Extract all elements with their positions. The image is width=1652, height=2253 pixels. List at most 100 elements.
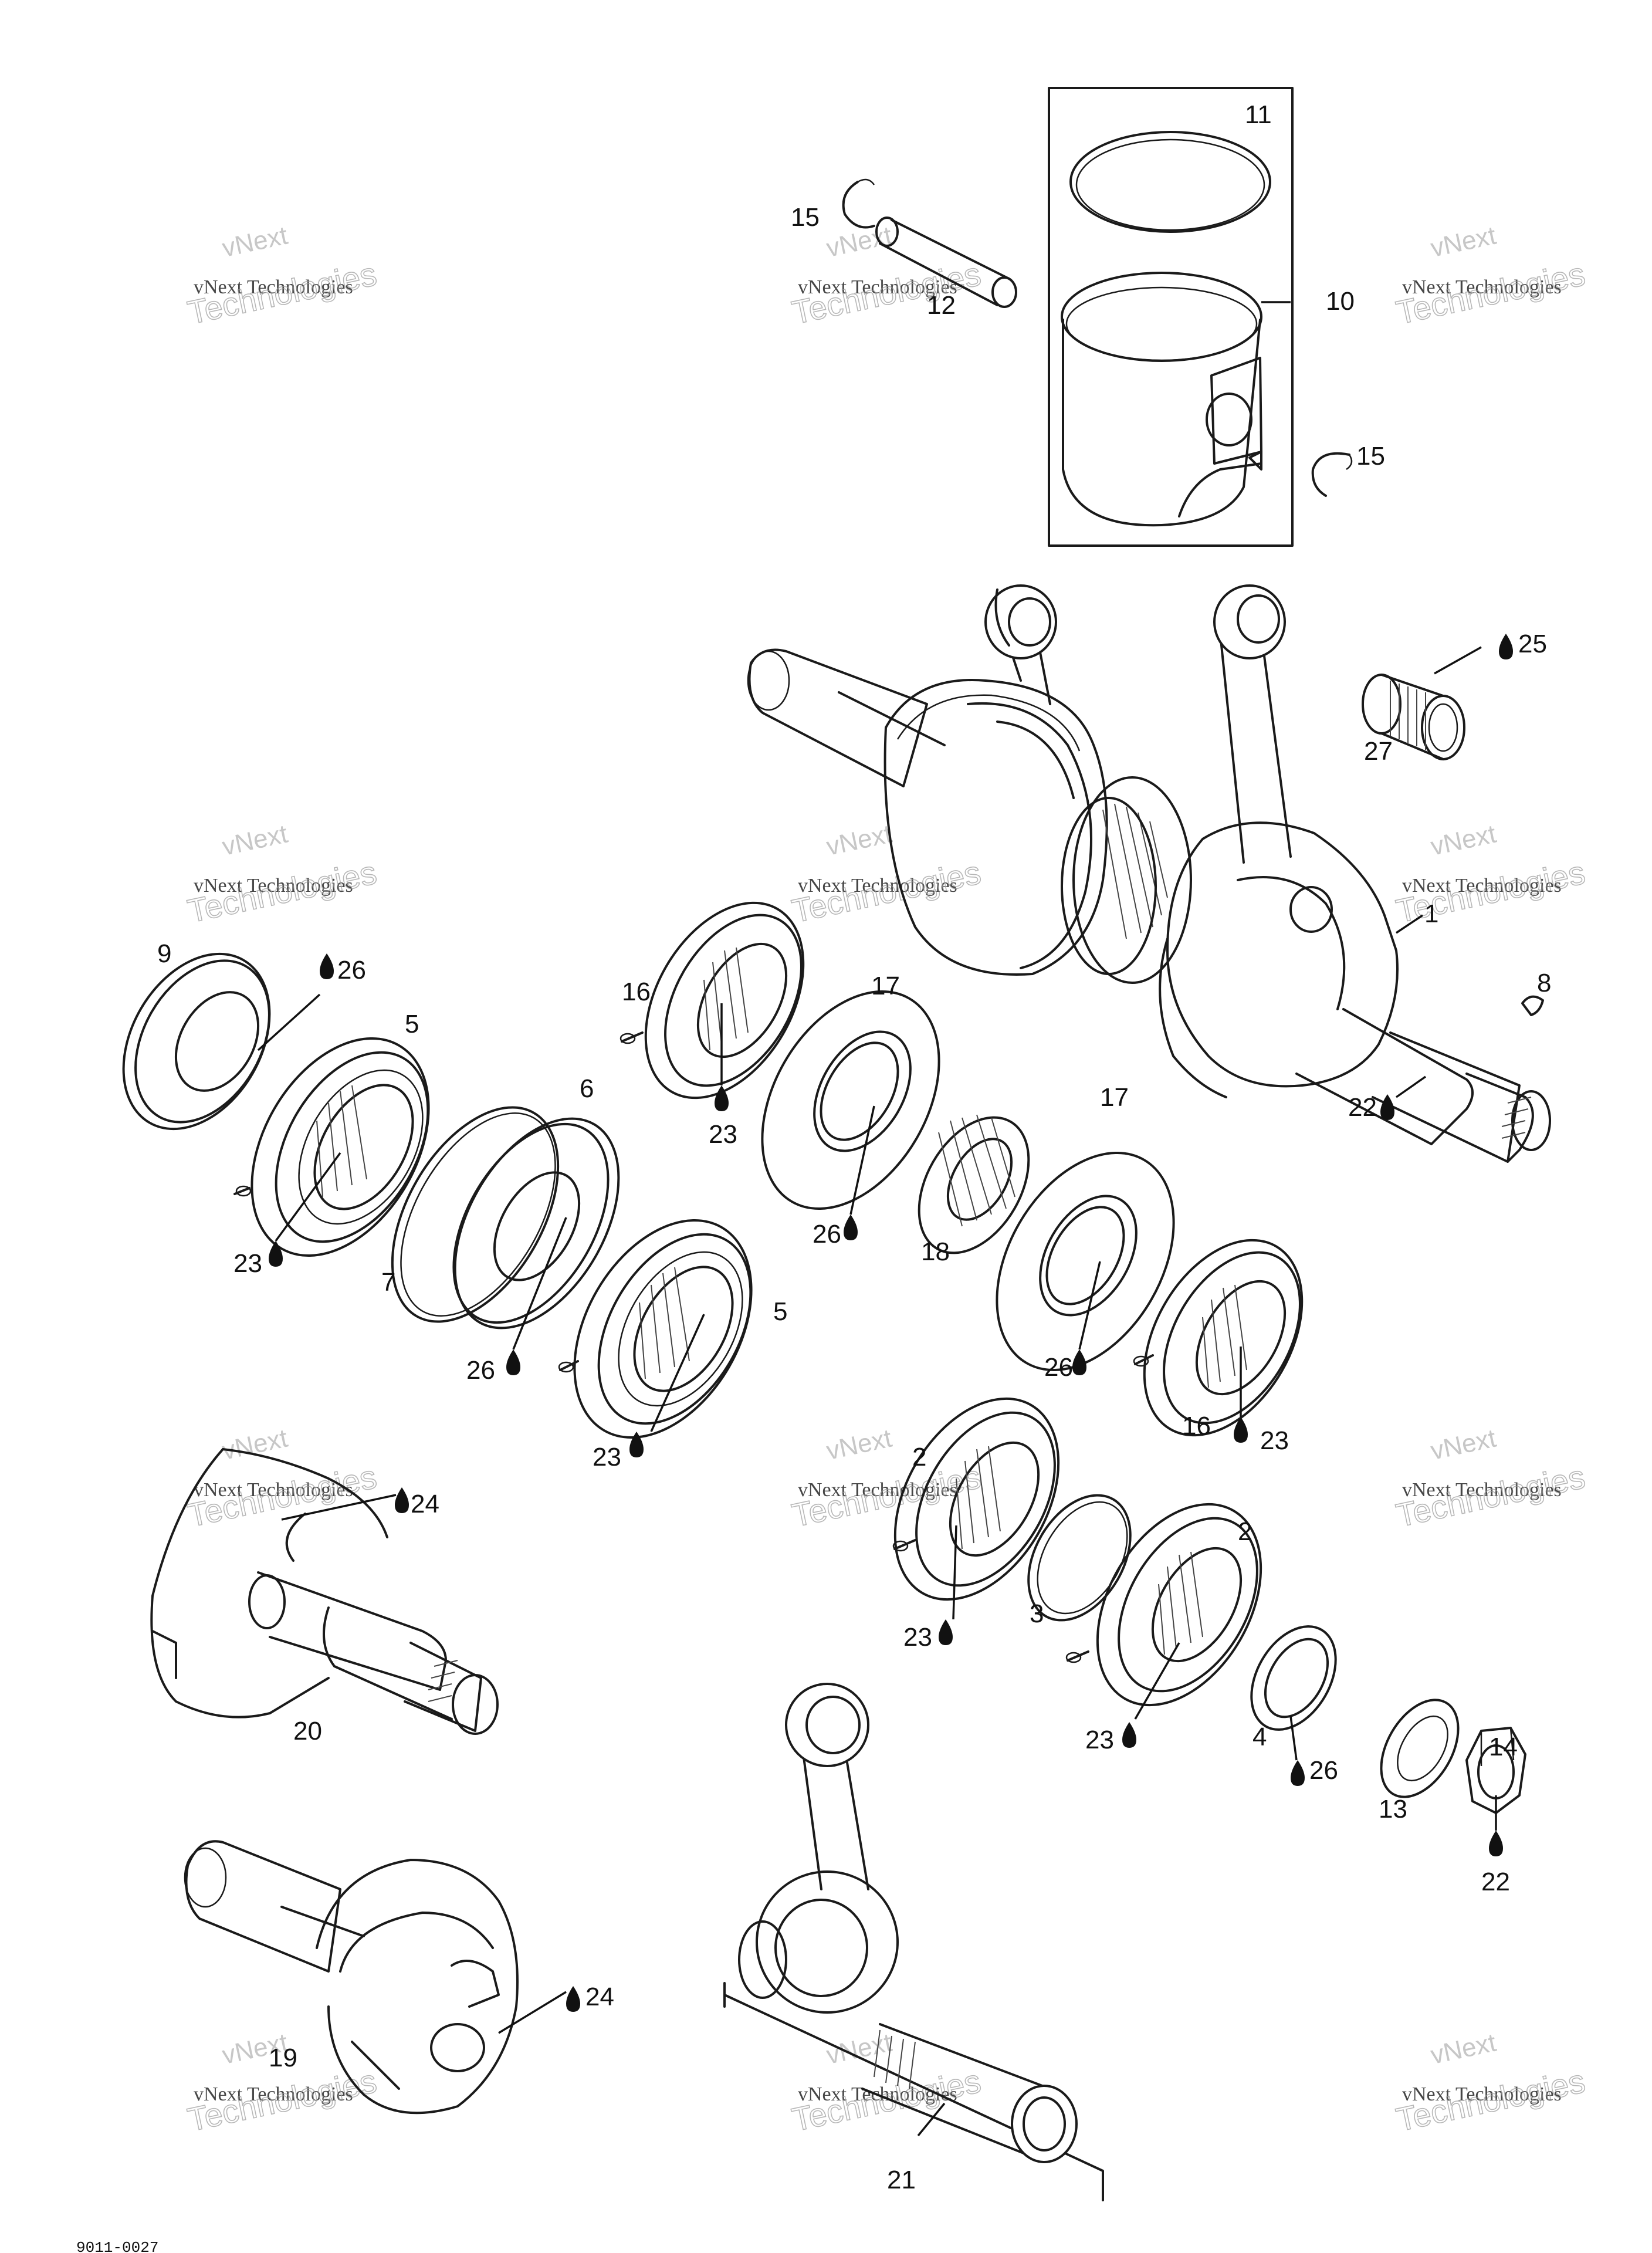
svg-text:vNext: vNext: [219, 820, 290, 861]
oil-seal-4: [1250, 1625, 1337, 1731]
piston-kit-frame: [1048, 87, 1294, 547]
callout-23: 23: [233, 1249, 262, 1278]
svg-text:vNext Technologies: vNext Technologies: [1402, 276, 1562, 298]
svg-text:Technologies: Technologies: [1393, 255, 1588, 331]
crankshaft-assembly-1: [747, 584, 1551, 1163]
svg-text:Technologies: Technologies: [184, 854, 380, 930]
svg-text:Technologies: Technologies: [1393, 1458, 1588, 1534]
drive-gear-18: [918, 1114, 1030, 1254]
callout-6: 6: [580, 1074, 594, 1103]
callout-13: 13: [1379, 1795, 1407, 1824]
svg-text:Technologies: Technologies: [184, 1458, 380, 1534]
callout-26: 26: [466, 1356, 495, 1385]
callout-26: 26: [813, 1220, 841, 1249]
oil-drop-icon: [320, 953, 334, 979]
callout-4: 4: [1252, 1723, 1267, 1751]
callout-24: 24: [411, 1490, 439, 1518]
callout-23: 23: [593, 1443, 621, 1471]
callout-8: 8: [1537, 969, 1551, 997]
piston-10: [1061, 272, 1262, 527]
snap-ring-7: [391, 1106, 560, 1323]
svg-text:Technologies: Technologies: [184, 2062, 380, 2139]
oil-drop-icon: [939, 1619, 953, 1645]
washer-13: [1380, 1699, 1460, 1798]
callout-16: 16: [1182, 1412, 1211, 1440]
svg-text:Technologies: Technologies: [1393, 2062, 1588, 2139]
callout-labels: 11 15 12 10 15 25 27 1 8 22 9 26 5 16 17…: [157, 100, 1551, 2194]
svg-text:Technologies: Technologies: [184, 255, 380, 331]
oil-drop-icon: [1072, 1349, 1086, 1375]
callout-16: 16: [622, 977, 651, 1006]
callout-15: 15: [791, 203, 820, 232]
callout-24: 24: [585, 1983, 614, 2011]
oil-seal-9: [122, 952, 271, 1131]
oil-drop-icon: [1499, 634, 1513, 659]
callout-5: 5: [773, 1297, 787, 1326]
svg-text:vNext: vNext: [824, 1424, 894, 1466]
oil-drop-icons: [269, 634, 1513, 2012]
svg-text:vNext: vNext: [1428, 820, 1498, 861]
oil-drop-icon: [1291, 1760, 1305, 1786]
svg-text:vNext Technologies: vNext Technologies: [1402, 875, 1562, 897]
callout-26: 26: [337, 956, 366, 985]
svg-text:vNext Technologies: vNext Technologies: [194, 1479, 353, 1501]
svg-text:vNext: vNext: [219, 221, 290, 263]
svg-text:vNext Technologies: vNext Technologies: [798, 875, 957, 897]
callout-14: 14: [1489, 1733, 1518, 1761]
ball-bearing-2-left: [892, 1397, 1060, 1601]
wrist-pin-12: [875, 216, 1017, 308]
ball-bearing-2-right: [1065, 1503, 1262, 1707]
leader-lines: [257, 301, 1497, 2137]
ball-bearing-5-upper: [233, 1037, 430, 1257]
callout-5: 5: [405, 1010, 419, 1038]
oil-drop-icon: [844, 1215, 858, 1240]
callout-11: 11: [1245, 100, 1272, 129]
callout-23: 23: [1260, 1426, 1289, 1455]
svg-text:vNext Technologies: vNext Technologies: [194, 875, 353, 897]
piston-ring-11: [1069, 131, 1271, 233]
woodruff-key-8: [1521, 995, 1544, 1016]
ball-bearing-5-lower: [558, 1219, 753, 1439]
crankshaft-half-19: [184, 1840, 519, 2115]
callout-19: 19: [269, 2044, 297, 2072]
oil-drop-icon: [1489, 1831, 1503, 1856]
watermarks: vNext vNext Technologies Technologies vN…: [184, 221, 1589, 2139]
svg-text:vNext Technologies: vNext Technologies: [798, 276, 957, 298]
oil-drop-icon: [506, 1349, 520, 1375]
oil-drop-icon: [269, 1241, 283, 1267]
watermark: vNext vNext Technologies Technologies: [788, 820, 984, 931]
oil-drop-icon: [566, 1986, 580, 2012]
watermark: vNext vNext Technologies Technologies: [1393, 1424, 1589, 1535]
callout-23: 23: [1085, 1726, 1114, 1754]
callout-26: 26: [1309, 1756, 1338, 1785]
svg-text:vNext: vNext: [1428, 2028, 1498, 2070]
callout-23: 23: [903, 1623, 932, 1652]
oil-seal-6: [452, 1117, 620, 1330]
ball-bearing-16-lower: [1133, 1239, 1304, 1437]
connecting-rod-21: [723, 1683, 1104, 2201]
svg-text:vNext Technologies: vNext Technologies: [194, 276, 353, 298]
callout-7: 7: [381, 1268, 395, 1297]
drawing-code: 9011-0027: [76, 2239, 158, 2253]
callout-23: 23: [709, 1120, 737, 1149]
oil-drop-icon: [715, 1085, 729, 1111]
watermark: vNext vNext Technologies Technologies: [788, 2028, 984, 2139]
svg-text:vNext: vNext: [824, 2028, 894, 2070]
watermark: vNext vNext Technologies Technologies: [184, 221, 380, 332]
oil-seal-17-upper: [761, 990, 940, 1210]
callout-22: 22: [1348, 1093, 1377, 1122]
callout-2: 2: [1238, 1517, 1252, 1546]
svg-text:Technologies: Technologies: [788, 854, 984, 930]
svg-text:vNext: vNext: [219, 1424, 290, 1466]
watermark: vNext vNext Technologies Technologies: [1393, 2028, 1589, 2139]
oil-drop-icon: [1380, 1094, 1394, 1120]
watermark: vNext vNext Technologies Technologies: [1393, 221, 1589, 332]
circlip-15-top: [842, 181, 875, 229]
callout-17: 17: [1100, 1083, 1129, 1112]
oil-seal-17-lower: [996, 1152, 1175, 1371]
svg-text:Technologies: Technologies: [1393, 854, 1588, 930]
svg-text:vNext Technologies: vNext Technologies: [194, 2083, 353, 2105]
callout-15: 15: [1356, 442, 1385, 471]
circlip-15-bottom: [1311, 452, 1350, 497]
callout-9: 9: [157, 939, 171, 968]
